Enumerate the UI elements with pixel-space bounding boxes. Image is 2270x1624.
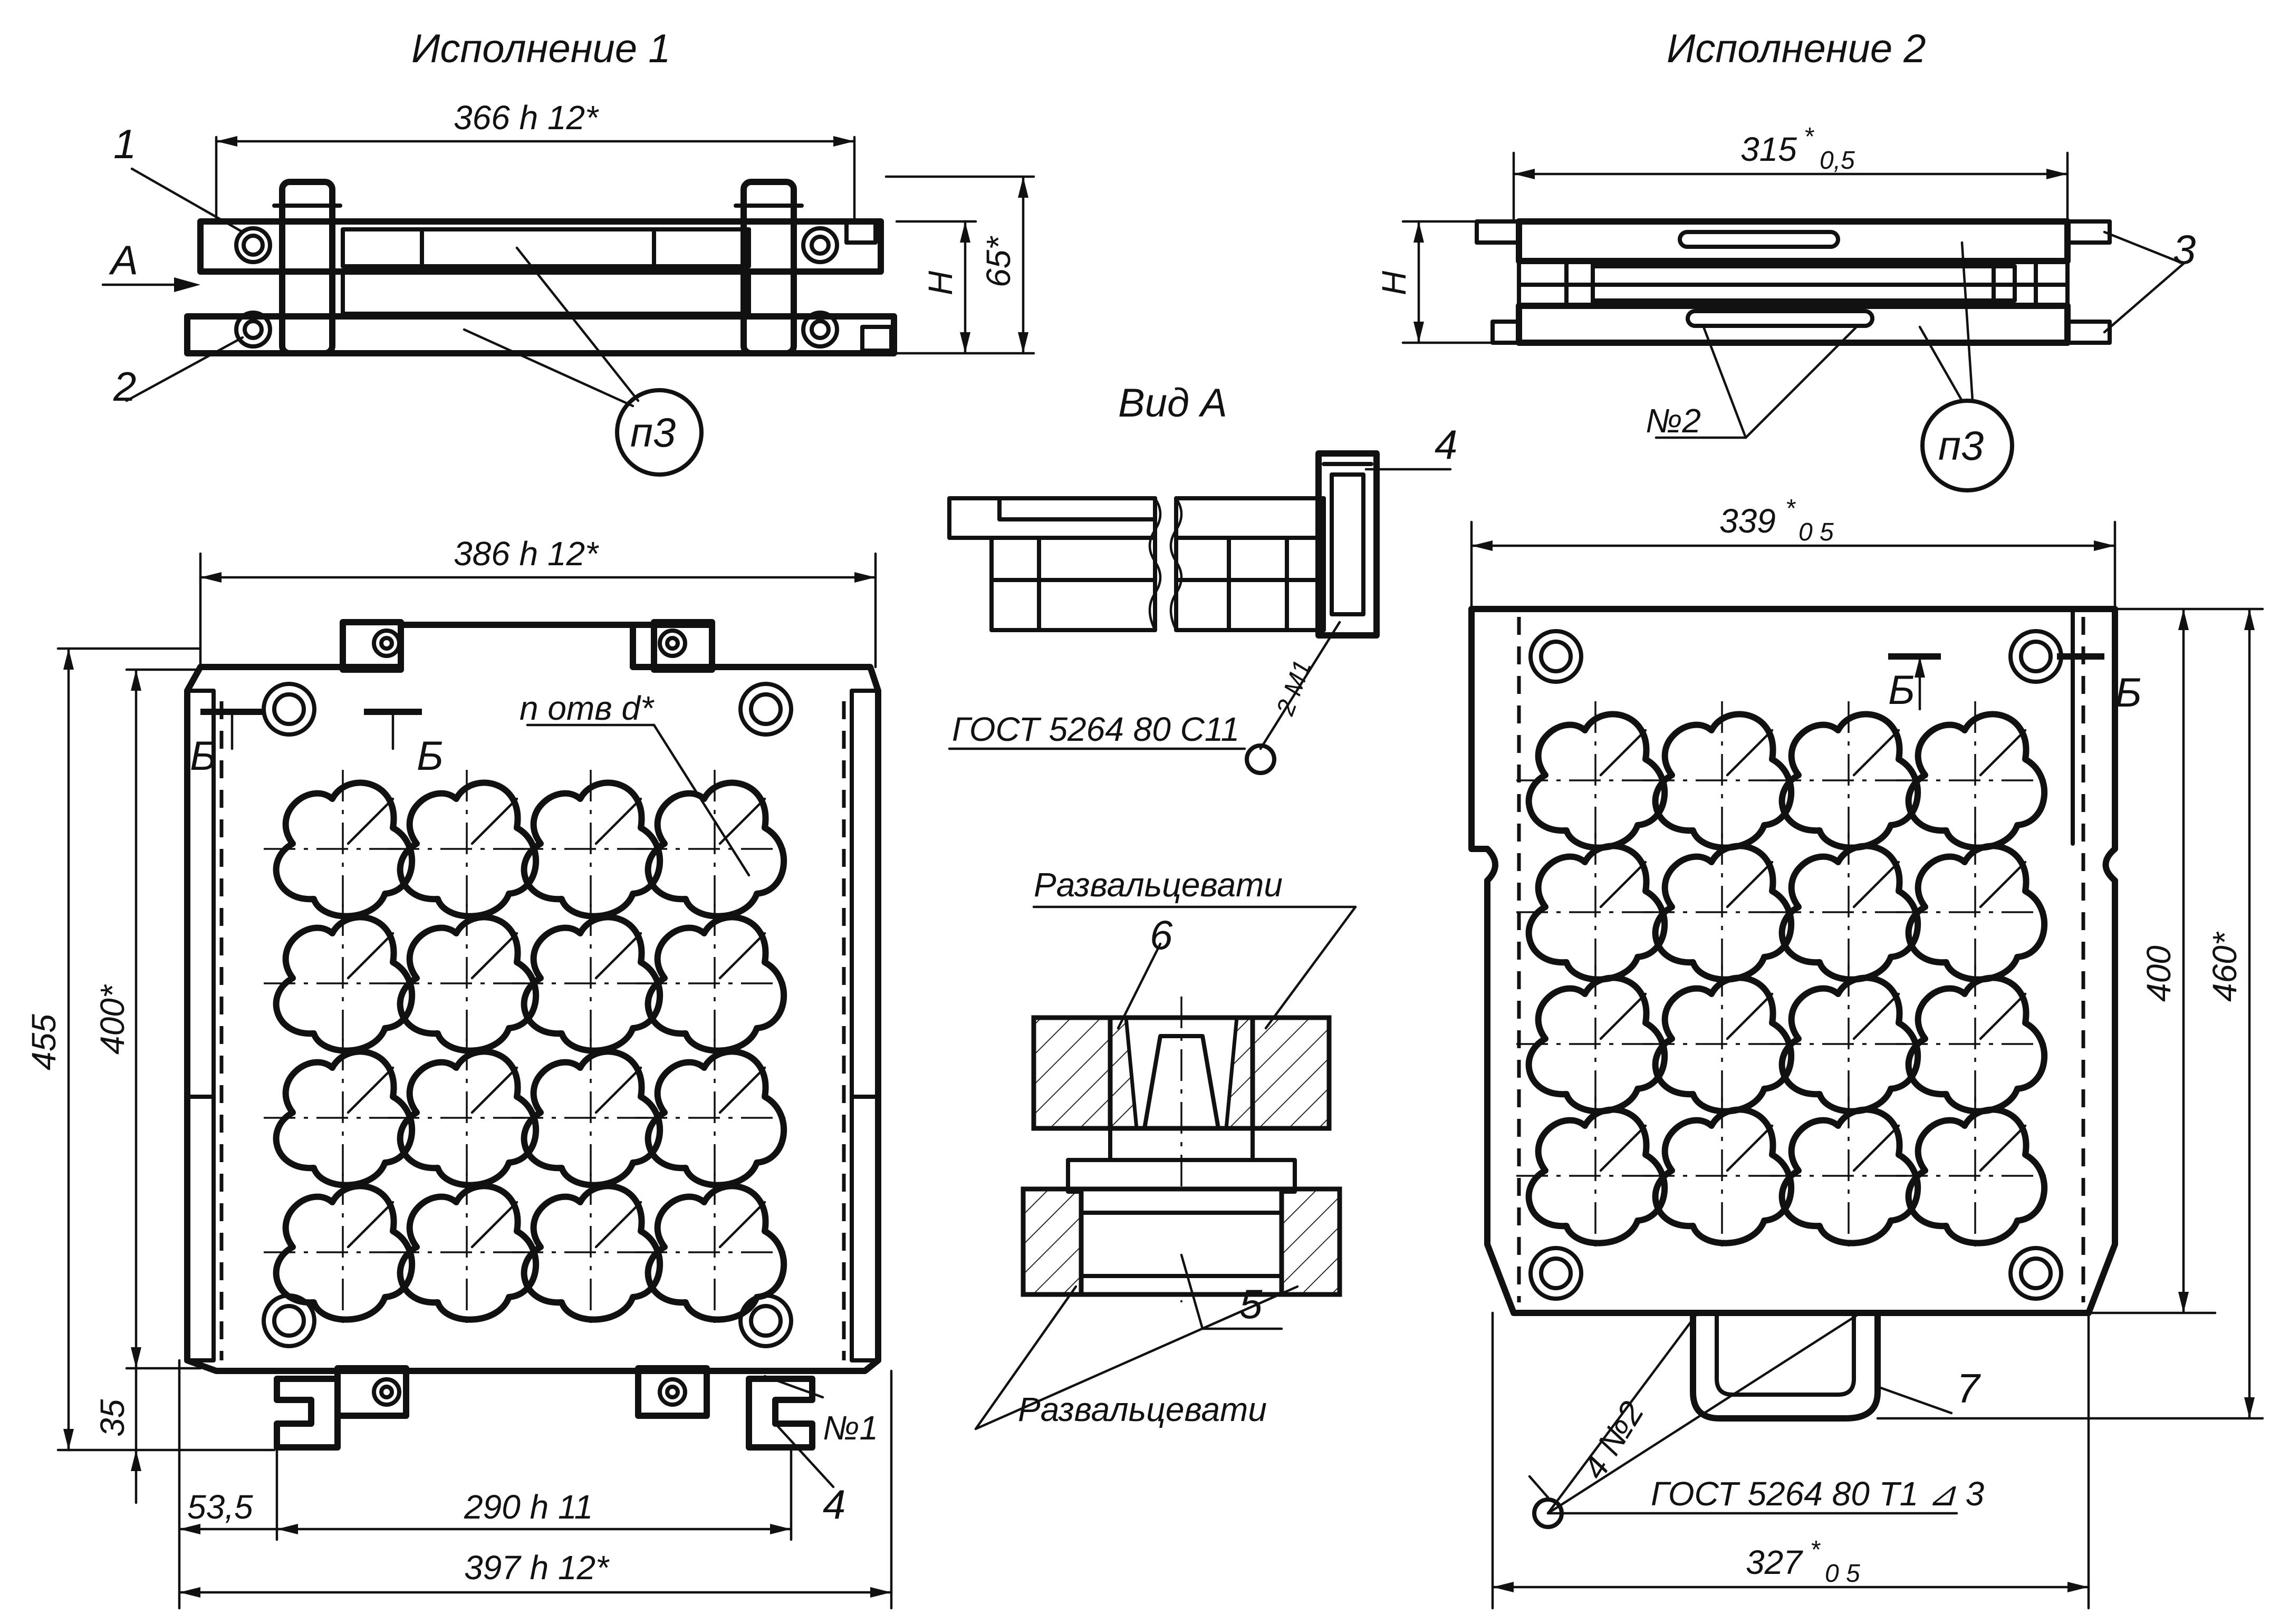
- cavity: [397, 779, 540, 920]
- v2-side-view: [1401, 151, 2185, 439]
- title-variant-1: Исполнение 1: [411, 26, 670, 71]
- v2-dim-315: 315 * 0,5: [1740, 123, 1855, 175]
- cavity: [1525, 974, 1668, 1115]
- cavity: [1778, 711, 1921, 851]
- svg-text:п3: п3: [1938, 422, 1984, 469]
- callout-3: 3: [2173, 226, 2196, 273]
- svg-text:339: 339: [1719, 502, 1776, 540]
- cavity: [1905, 711, 2048, 851]
- v1-side-view: [101, 136, 1035, 408]
- svg-text:0 5: 0 5: [1825, 1560, 1860, 1588]
- v1-dim-455: 455: [25, 1014, 63, 1070]
- callout-5: 5: [1239, 1281, 1263, 1327]
- v2-dim-h: H: [1375, 270, 1413, 295]
- v2-dim-460: 460*: [2206, 931, 2244, 1002]
- view-a-gost: ГОСТ 5264 80 С11: [952, 710, 1239, 748]
- cavity: [273, 1048, 416, 1188]
- v2-section-b-right: Б: [2115, 669, 2142, 716]
- cavity: [521, 1183, 663, 1323]
- v2-weld-four-no2: 4 №2: [1575, 1395, 1651, 1485]
- cavity: [273, 1183, 416, 1323]
- cavity: [1525, 711, 1668, 851]
- cavity: [397, 1183, 540, 1323]
- cavity: [645, 1183, 787, 1323]
- flare-note-top: Развальцевати: [1034, 866, 1283, 904]
- v2-plan-view: [1468, 520, 2264, 1610]
- callout-4-plan: 4: [823, 1481, 845, 1528]
- v2-section-b-left: Б: [1888, 666, 1915, 713]
- cavity: [1905, 1106, 2048, 1246]
- v1-holes-note: n отв d*: [520, 689, 655, 727]
- v1-dim-35: 35: [93, 1399, 131, 1437]
- svg-text:*: *: [1785, 495, 1796, 523]
- v1-plan-view: [56, 552, 893, 1610]
- cavity: [1652, 1106, 1795, 1246]
- v1-dim-290: 290 h 11: [464, 1488, 593, 1526]
- title-variant-2: Исполнение 2: [1667, 26, 1926, 71]
- v1-dim-53-5: 53,5: [187, 1488, 253, 1526]
- svg-text:0,5: 0,5: [1820, 147, 1855, 175]
- cavity: [645, 779, 787, 920]
- callout-7: 7: [1957, 1365, 1981, 1412]
- v2-gost-note: ГОСТ 5264 80 Т1 ⊿ 3: [1651, 1475, 1984, 1513]
- view-a-detail: [947, 450, 1452, 775]
- callout-no1: №1: [823, 1409, 878, 1447]
- v1-dim-h: H: [921, 270, 959, 295]
- v1-dim-65: 65*: [979, 236, 1017, 287]
- v1-dim-386: 386 h 12*: [454, 535, 599, 573]
- view-a-callout-4: 4: [1435, 421, 1457, 468]
- svg-text:327: 327: [1746, 1543, 1803, 1581]
- cavity: [1778, 843, 1921, 983]
- v1-cavity-grid: [264, 770, 794, 1331]
- cavity: [1905, 843, 2048, 983]
- cavity: [521, 779, 663, 920]
- cavity: [1905, 974, 2048, 1115]
- v2-dim-400: 400: [2140, 945, 2178, 1002]
- callout-6: 6: [1150, 912, 1173, 958]
- v1-dim-397: 397 h 12*: [464, 1549, 610, 1587]
- svg-text:п3: п3: [630, 409, 676, 456]
- cavity: [645, 1048, 787, 1188]
- section-detail: [974, 905, 1357, 1430]
- flare-note-bottom: Развальцевати: [1018, 1390, 1267, 1428]
- svg-text:315: 315: [1740, 130, 1797, 168]
- v2-dim-327: 327 * 0 5: [1746, 1536, 1860, 1588]
- cavity: [1652, 711, 1795, 851]
- cavity: [1652, 974, 1795, 1115]
- cavity: [1778, 1106, 1921, 1246]
- v1-dim-400: 400*: [93, 984, 131, 1055]
- v2-cavity-grid: [1516, 701, 2054, 1255]
- view-a-weld: 2 М1: [1271, 656, 1317, 719]
- cavity: [521, 914, 663, 1054]
- view-arrow-label: A: [109, 237, 138, 283]
- cavity: [1525, 1106, 1668, 1246]
- callout-no2: №2: [1646, 402, 1701, 440]
- callout-2: 2: [113, 363, 136, 410]
- svg-text:*: *: [1810, 1536, 1821, 1564]
- svg-text:*: *: [1804, 123, 1814, 151]
- cavity: [397, 1048, 540, 1188]
- v1-section-b-left: Б: [190, 732, 217, 779]
- cavity: [273, 914, 416, 1054]
- cavity: [1652, 843, 1795, 983]
- cavity: [273, 779, 416, 920]
- cavity: [397, 914, 540, 1054]
- v2-dim-339: 339 * 0 5: [1719, 495, 1834, 546]
- bubble-left: п3: [615, 388, 704, 477]
- v1-dim-366: 366 h 12*: [454, 99, 599, 137]
- cavity: [521, 1048, 663, 1188]
- bubble-right: п3: [1920, 399, 2014, 492]
- title-view-a: Вид А: [1118, 381, 1227, 426]
- callout-1: 1: [113, 121, 136, 167]
- v1-section-b-right: Б: [417, 732, 444, 779]
- cavity: [1525, 843, 1668, 983]
- cavity: [645, 914, 787, 1054]
- svg-text:0 5: 0 5: [1798, 518, 1834, 546]
- cavity: [1778, 974, 1921, 1115]
